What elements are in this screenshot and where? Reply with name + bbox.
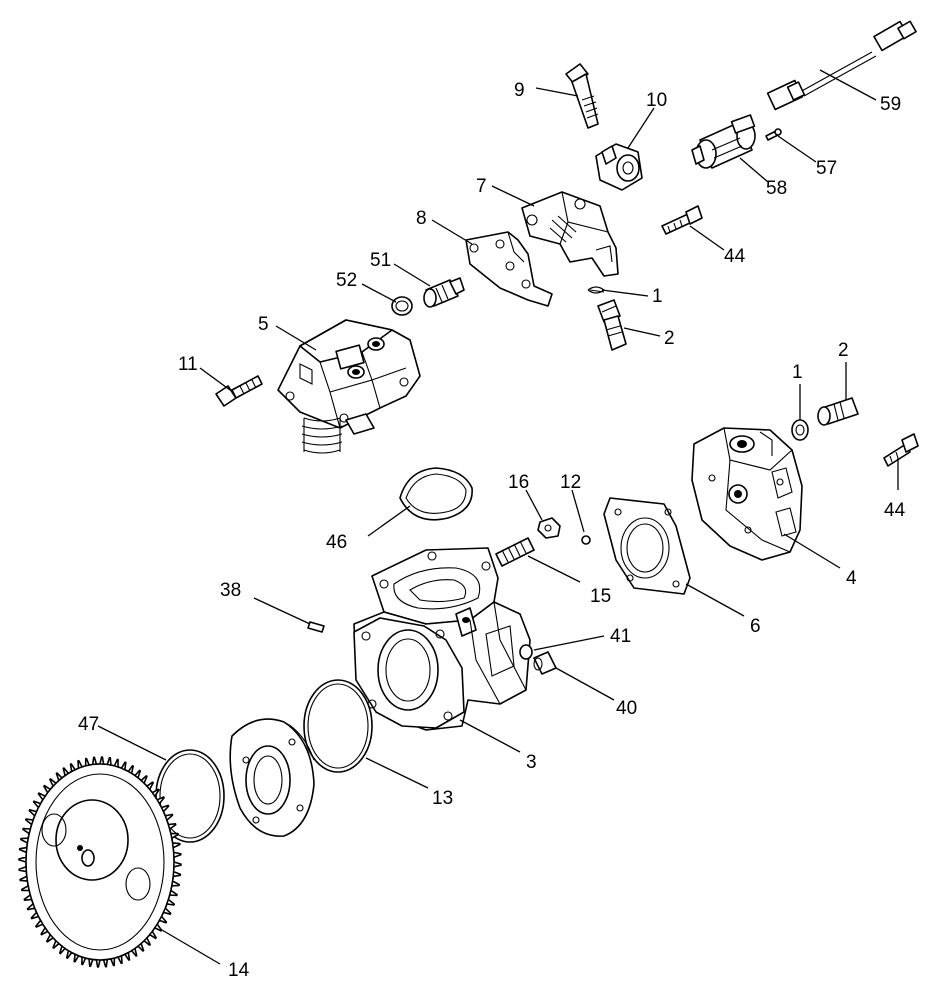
callout-8: 8	[416, 208, 427, 229]
part-10-bracket	[595, 143, 643, 191]
callout-44-upper: 44	[724, 246, 746, 267]
callout-10: 10	[646, 90, 667, 111]
part-52-o-ring	[391, 296, 413, 316]
callout-2-right: 2	[838, 340, 849, 361]
part-16-nut	[537, 517, 561, 539]
part-44-bolt-upper	[661, 205, 703, 235]
callout-11: 11	[178, 354, 198, 375]
leader-lines	[97, 69, 899, 965]
part-59-wiring-harness	[766, 20, 917, 111]
part-7-cover-bracket	[521, 191, 619, 277]
part-9-bolt	[565, 63, 599, 129]
callout-2-upper: 2	[664, 328, 675, 349]
part-1-clip-upper	[587, 286, 605, 294]
callout-1-upper: 1	[652, 286, 663, 307]
part-40-fitting	[533, 651, 557, 675]
part-44-bolt-right	[883, 433, 919, 467]
part-11-bolt	[215, 375, 263, 407]
callout-9: 9	[514, 80, 525, 101]
callout-labels: 9 10 59 57 58 7 8 44 51 52 1 2 5 11 1 2 …	[78, 80, 906, 981]
callout-5: 5	[258, 314, 269, 335]
callout-7: 7	[476, 176, 487, 197]
part-51-sensor	[423, 277, 465, 308]
part-58-solenoid-valve	[691, 114, 756, 169]
part-57-screw	[765, 128, 782, 141]
part-2-fitting-right	[817, 397, 859, 426]
callout-47: 47	[78, 714, 99, 735]
callout-40: 40	[616, 698, 637, 719]
callout-16: 16	[508, 472, 529, 493]
callout-44-right: 44	[884, 500, 906, 521]
callout-51: 51	[370, 250, 391, 271]
callout-13: 13	[432, 788, 453, 809]
callout-57: 57	[816, 158, 837, 179]
part-12-small-nut	[581, 535, 591, 545]
callout-58: 58	[766, 178, 787, 199]
part-41-o-ring	[519, 644, 533, 660]
part-13-large-o-ring	[303, 679, 373, 773]
callout-3: 3	[526, 752, 537, 773]
callout-1-right: 1	[792, 362, 803, 383]
part-6-gasket-plate	[603, 497, 691, 595]
callout-12: 12	[560, 472, 581, 493]
callout-6: 6	[750, 616, 761, 637]
part-8-gasket-plate	[465, 231, 553, 307]
callout-14: 14	[228, 960, 250, 981]
part-1-washer-right	[791, 419, 809, 441]
part-15-stud	[495, 537, 535, 567]
part-38-pin	[307, 621, 325, 633]
callout-41: 41	[610, 626, 631, 647]
part-5-top-housing	[277, 319, 421, 454]
part-47-o-ring	[155, 749, 225, 843]
part-3-pump-body	[353, 547, 531, 731]
hub-flange	[229, 718, 315, 837]
callout-59: 59	[880, 94, 901, 115]
part-4-pump-head	[691, 427, 803, 561]
part-2-fitting-upper	[597, 299, 627, 351]
callout-15: 15	[590, 586, 611, 607]
callout-46: 46	[326, 532, 347, 553]
part-14-drive-gear	[18, 756, 182, 968]
callout-4: 4	[846, 568, 857, 589]
part-46-gasket	[399, 467, 473, 521]
callout-52: 52	[336, 270, 357, 291]
callout-38: 38	[220, 580, 241, 601]
